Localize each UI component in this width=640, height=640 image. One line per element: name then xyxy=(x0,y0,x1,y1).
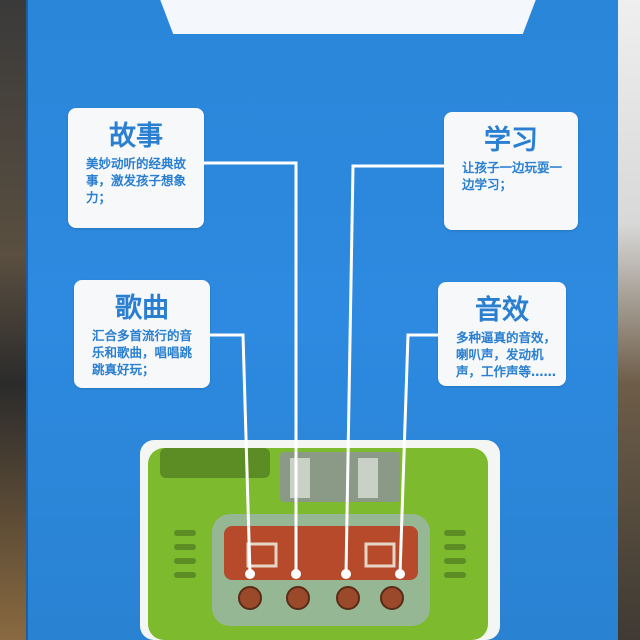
connector-dot-1 xyxy=(245,569,255,579)
connector-dot-4 xyxy=(395,569,405,579)
study-text: 让孩子一边玩耍一边学习； xyxy=(462,160,563,192)
study-title: 学习 xyxy=(484,125,538,156)
toy-button-3 xyxy=(336,586,360,610)
connector-sounds xyxy=(398,333,438,575)
title-banner xyxy=(158,0,538,34)
toy-vents-left xyxy=(174,530,196,578)
connector-study xyxy=(344,164,444,575)
songs-title: 歌曲 xyxy=(115,293,169,324)
toy-button-1 xyxy=(238,586,262,610)
feature-card-songs: 歌曲 汇合多首流行的音乐和歌曲，唱唱跳跳真好玩； xyxy=(74,280,210,388)
connector-dot-3 xyxy=(341,569,351,579)
story-title: 故事 xyxy=(109,121,163,152)
connector-songs xyxy=(210,333,252,575)
connector-story xyxy=(204,161,298,574)
sounds-title: 音效 xyxy=(475,295,529,326)
feature-card-sounds: 音效 多种逼真的音效，喇叭声，发动机声，工作声等…… xyxy=(438,282,566,386)
toy-buttons xyxy=(238,586,404,610)
toy-ladder-right xyxy=(358,458,378,498)
story-text: 美妙动听的经典故事，激发孩子想象力； xyxy=(86,156,187,205)
toy-vents-right xyxy=(444,530,466,578)
toy-top-left xyxy=(160,448,270,478)
feature-card-study: 学习 让孩子一边玩耍一边学习； xyxy=(444,112,578,230)
songs-text: 汇合多首流行的音乐和歌曲，唱唱跳跳真好玩； xyxy=(92,328,193,377)
feature-card-story: 故事 美妙动听的经典故事，激发孩子想象力； xyxy=(68,108,204,228)
sounds-text: 多种逼真的音效，喇叭声，发动机声，工作声等…… xyxy=(456,330,557,379)
toy-panel-icon-right xyxy=(364,542,396,568)
toy-button-4 xyxy=(380,586,404,610)
connector-dot-2 xyxy=(291,569,301,579)
toy-button-2 xyxy=(286,586,310,610)
